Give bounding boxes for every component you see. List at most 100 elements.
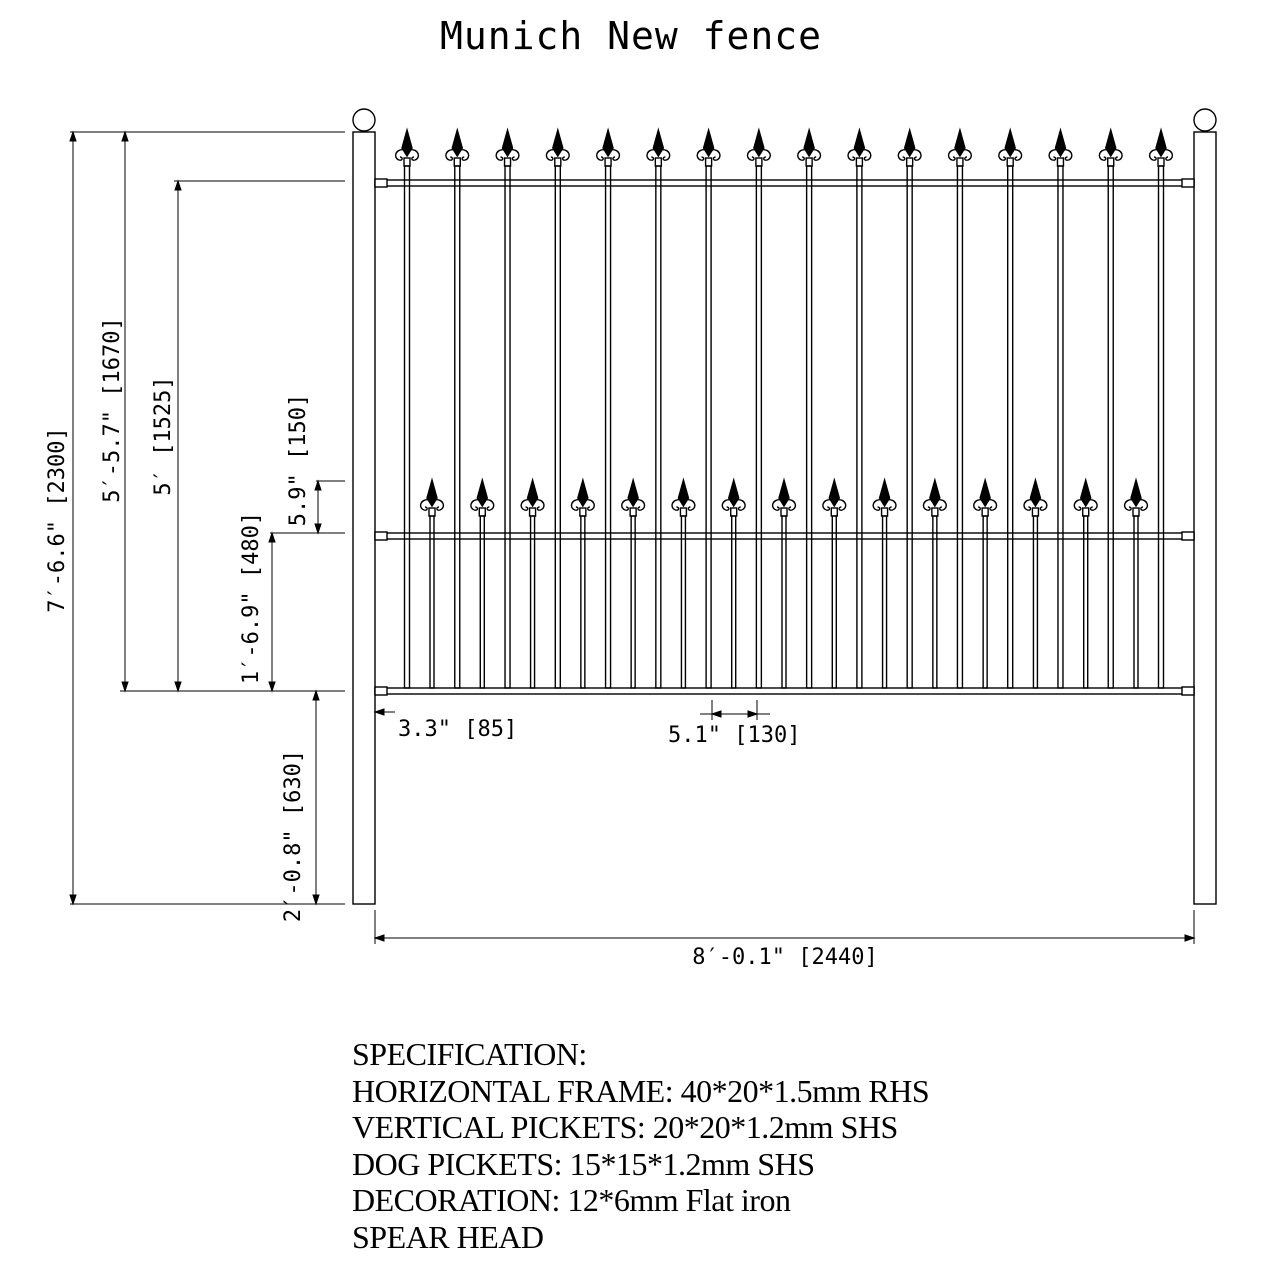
dog-picket xyxy=(731,515,737,689)
spear-curl-right xyxy=(836,499,847,511)
spear-curl-right xyxy=(861,149,872,161)
dog-picket xyxy=(630,515,636,689)
spear-tip xyxy=(903,127,916,158)
spear-tip xyxy=(702,127,715,158)
vertical-picket xyxy=(956,165,964,689)
spear-collar xyxy=(503,157,512,167)
spear-tip xyxy=(1079,477,1092,508)
dog-picket-spear-head xyxy=(621,477,646,517)
spear-curl-right xyxy=(584,499,595,511)
dog-picket xyxy=(479,515,485,689)
arrow-head xyxy=(312,894,320,906)
picket-spear-head xyxy=(646,127,671,167)
spear-curl-right xyxy=(1137,499,1149,511)
spear-curl-left xyxy=(470,499,481,511)
spear-tip xyxy=(727,477,740,508)
spear-curl-right xyxy=(660,149,671,161)
arrow-head xyxy=(312,689,320,701)
dimension-lines xyxy=(69,130,1196,944)
spear-collar xyxy=(453,157,461,167)
spear-tip xyxy=(853,127,866,158)
picket-spear-head xyxy=(394,127,420,167)
spear-curl-left xyxy=(394,149,406,161)
spear-collar xyxy=(528,507,537,517)
spec-horizontal-frame: HORIZONTAL FRAME: 40*20*1.5mm RHS xyxy=(352,1072,930,1109)
spear-tip xyxy=(828,477,841,508)
drawing-title: Munich New fence xyxy=(439,14,823,58)
picket-spear-head xyxy=(797,127,822,167)
spear-collar xyxy=(679,507,688,517)
dog-picket xyxy=(781,515,787,689)
picket-spear-head xyxy=(1148,127,1174,167)
spear-curl-left xyxy=(973,499,984,511)
fence-structure xyxy=(352,108,1217,905)
dog-picket-spear-head xyxy=(671,477,696,517)
arrow-head xyxy=(314,523,322,535)
spec-heading: SPECIFICATION: xyxy=(352,1036,587,1072)
spear-collar xyxy=(403,157,411,167)
spear-tip xyxy=(552,127,564,158)
arrow-head xyxy=(314,479,322,491)
spear-tip xyxy=(1054,127,1067,158)
spear-curl-left xyxy=(495,149,506,161)
spear-collar xyxy=(805,157,813,167)
spear-tip xyxy=(979,477,991,508)
spear-curl-left xyxy=(947,149,959,161)
spec-spear-head: SPEAR HEAD xyxy=(352,1218,544,1255)
specification-block: SPECIFICATION: HORIZONTAL FRAME: 40*20*1… xyxy=(352,1036,930,1255)
arrow-head xyxy=(373,934,385,942)
spear-curl-right xyxy=(534,499,545,511)
vertical-picket xyxy=(554,165,561,689)
spear-curl-right xyxy=(1087,499,1098,511)
dog-picket-head-label: 5.9" [150] xyxy=(286,394,311,526)
arrow-head xyxy=(268,531,276,543)
spear-curl-left xyxy=(445,149,456,161)
dog-picket-spear-head xyxy=(419,477,445,517)
spear-tip xyxy=(1155,127,1167,158)
spear-curl-left xyxy=(570,499,581,511)
rail-bracket xyxy=(1181,178,1195,188)
vertical-picket xyxy=(1107,165,1114,689)
dog-picket xyxy=(529,515,536,689)
spear-curl-right xyxy=(1162,149,1174,161)
spear-tip xyxy=(1104,127,1117,158)
spear-collar xyxy=(554,157,562,167)
dog-picket-spear-head xyxy=(1023,477,1048,517)
spear-curl-left xyxy=(419,499,431,511)
vertical-picket xyxy=(604,165,612,689)
rail-bracket xyxy=(374,178,388,188)
spear-curl-left xyxy=(897,149,908,161)
rail-bracket xyxy=(374,531,388,541)
spear-tip xyxy=(778,477,790,508)
dog-picket-spear-head xyxy=(1123,477,1149,517)
spear-collar xyxy=(956,157,964,167)
spear-curl-right xyxy=(433,499,445,511)
spear-curl-left xyxy=(1148,149,1160,161)
spear-collar xyxy=(1132,507,1140,517)
spear-collar xyxy=(1006,157,1014,167)
spear-tip xyxy=(803,127,815,158)
dog-picket xyxy=(1083,515,1089,689)
arrow-head xyxy=(747,710,759,718)
spear-tip xyxy=(501,127,514,158)
spec-dog-pickets: DOG PICKETS: 15*15*1.2mm SHS xyxy=(352,1145,815,1182)
picket-spear-head xyxy=(445,127,470,167)
spear-curl-left xyxy=(721,499,732,511)
spear-curl-right xyxy=(408,149,420,161)
picket-spear-head xyxy=(746,127,771,167)
spear-collar xyxy=(981,507,989,517)
vertical-picket xyxy=(1007,165,1014,689)
spear-curl-left xyxy=(746,149,758,161)
spear-curl-left xyxy=(520,499,531,511)
ground-clearance-label: 2′-0.8" [630] xyxy=(281,750,306,922)
spear-collar xyxy=(730,507,738,517)
arrow-head xyxy=(373,708,385,716)
dog-picket xyxy=(580,515,586,689)
vertical-picket xyxy=(504,165,511,689)
overall-height-label: 7′-6.6" [2300] xyxy=(45,427,70,612)
rail-bracket xyxy=(1181,531,1195,541)
vertical-picket xyxy=(755,165,763,689)
spear-tip xyxy=(476,477,489,508)
vertical-picket xyxy=(705,165,712,689)
